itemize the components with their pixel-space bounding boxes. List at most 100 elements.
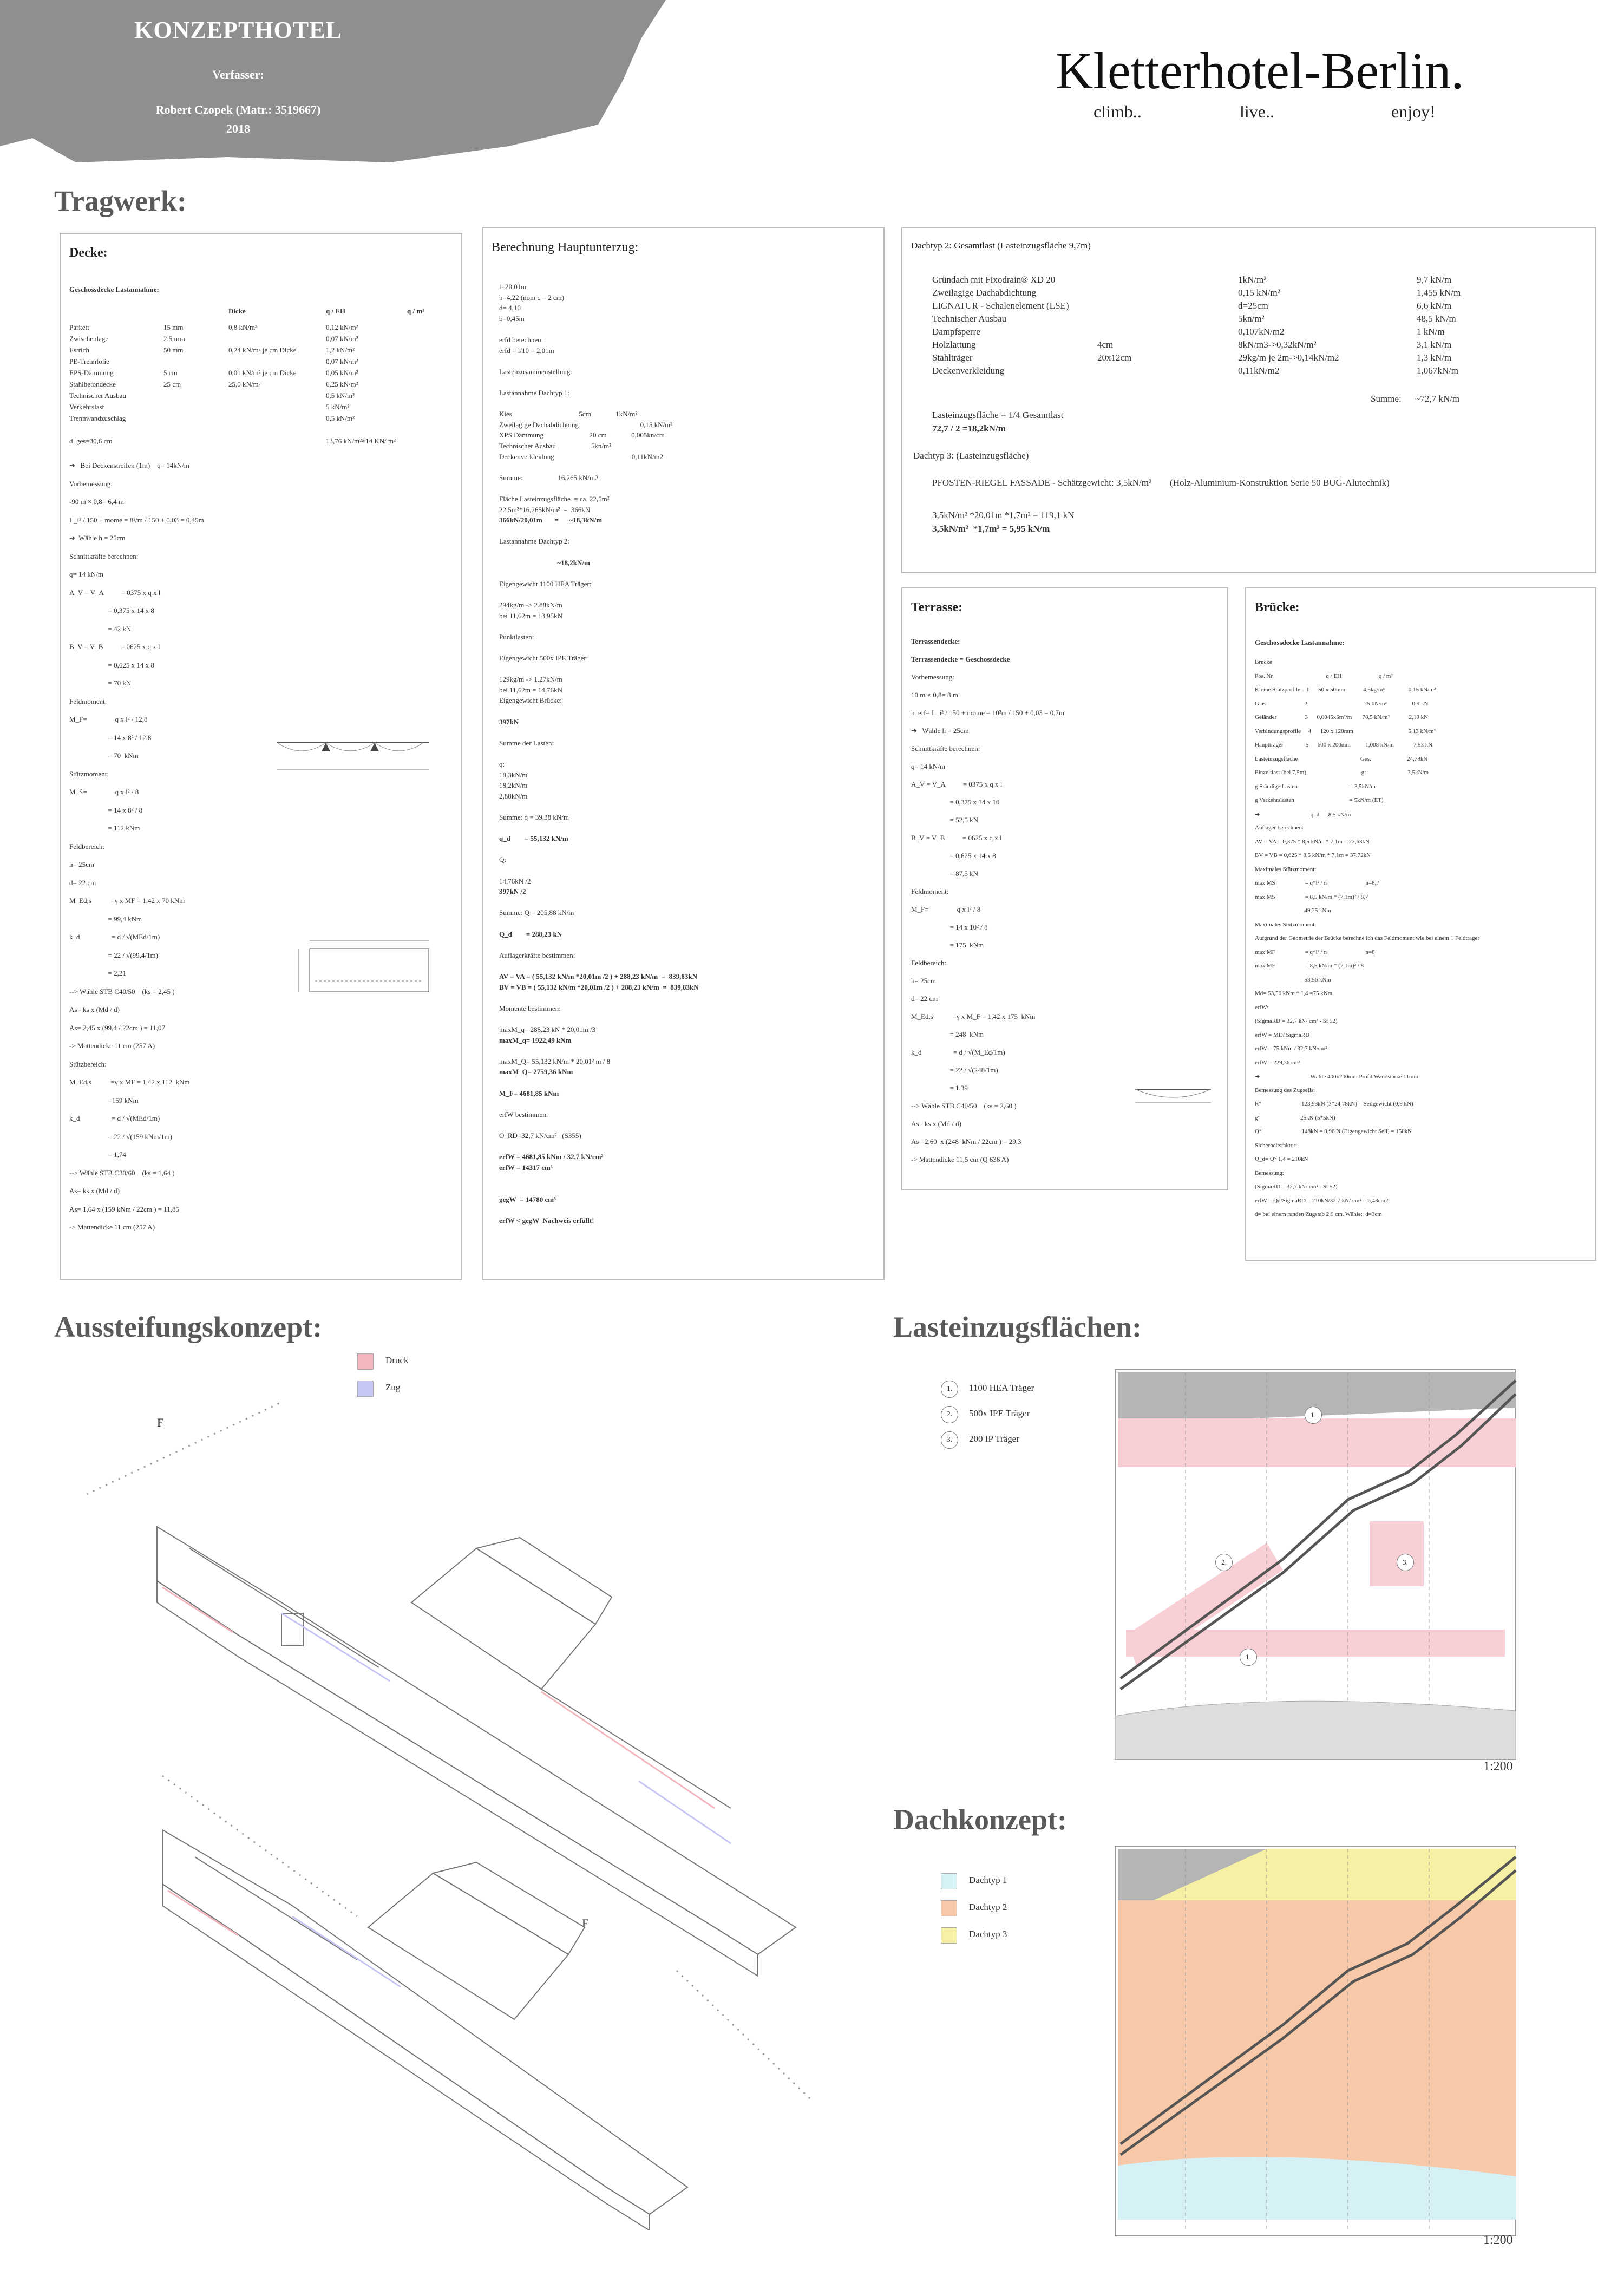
calc-line: AV = VA = 0,375 * 8,5 kN/m * 7,1m = 22,6… <box>1255 838 1370 845</box>
load-cell: 1,2 kN/m² <box>326 346 355 354</box>
calc-line: Schnittkräfte berechnen: <box>69 552 139 560</box>
calc-line: k_d = d / √(MEd/1m) <box>69 933 160 941</box>
calc-line: M_Ed,s =γ x MF = 1,42 x 112 kNm <box>69 1078 190 1086</box>
calc-line: R° 123,93kN (3*24,78kN) = Seilgewicht (0… <box>1255 1101 1413 1107</box>
calc-line: Q° 148kN = 0,96 N (Eigengewicht Seil) = … <box>1255 1128 1412 1135</box>
calc-line: Summe: 16,265 kN/m2 <box>499 473 599 482</box>
calc-line: As= 2,45 x (99,4 / 22cm ) = 11,07 <box>69 1023 166 1032</box>
legend-label: Druck <box>385 1355 409 1365</box>
calc-line: ➔ Wähle h = 25cm <box>911 727 969 735</box>
load-cell: 3,1 kN/m <box>1417 339 1452 350</box>
load-cell: Trennwandzuschlag <box>69 414 126 422</box>
col-header: q / m² <box>407 307 425 315</box>
legend-swatch <box>941 1873 957 1889</box>
panel-bruecke: Brücke: Geschossdecke Lastannahme: Brück… <box>1245 587 1596 1261</box>
calc-line: 397kN /2 <box>499 887 526 896</box>
load-cell: 9,7 kN/m <box>1417 274 1452 285</box>
calc-line: 129kg/m -> 1.27kN/m <box>499 675 562 684</box>
calc-line: = 22 / √(99,4/1m) <box>69 951 158 959</box>
load-cell: 5kn/m² <box>1238 313 1265 324</box>
tagline-enjoy: enjoy! <box>1391 102 1436 121</box>
calc-line: erfd = l/10 = 2,01m <box>499 346 554 355</box>
calc-line: --> Wähle STB C30/60 (ks = 1,64 ) <box>69 1168 175 1177</box>
calc-line: = 0,625 x 14 x 8 <box>69 660 154 669</box>
calc-line: k_d = d / √(M_Ed/1m) <box>911 1048 1005 1056</box>
plan-marker: 3. <box>1397 1554 1414 1571</box>
calc-line: (SigmaRD = 32,7 kN/ cm² - St 52) <box>1255 1018 1338 1024</box>
load-cell: 50 mm <box>163 346 184 354</box>
panel-title: Decke: <box>69 246 108 260</box>
load-cell: LIGNATUR - Schalenelement (LSE) <box>932 300 1069 311</box>
load-cell: 0,8 kN/m³ <box>228 323 258 331</box>
legend-number: 2. <box>941 1406 958 1423</box>
calc-line: d= 22 cm <box>911 995 938 1003</box>
calc-line: Deckenverkleidung 0,11kN/m2 <box>499 452 664 461</box>
calc-line: As= 1,64 x (159 kNm / 22cm ) = 11,85 <box>69 1205 180 1213</box>
calc-line: Feldmoment: <box>911 887 949 895</box>
legend-label: Dachtyp 1 <box>969 1875 1007 1885</box>
calc-line: d= bei einem runden Zugstab 2,9 cm. Wähl… <box>1255 1211 1382 1218</box>
author-year: 2018 <box>226 122 250 135</box>
tagline-live: live.. <box>1240 102 1274 121</box>
calc-line: BV = VB = 0,625 * 8,5 kN/m * 7,1m = 37,7… <box>1255 852 1371 859</box>
load-cell: PE-Trennfolie <box>69 357 109 365</box>
calc-line: = 22 / √(248/1m) <box>911 1066 998 1074</box>
load-cell: 48,5 kN/m <box>1417 313 1456 324</box>
calc-line: As= ks x (Md / d) <box>911 1120 961 1128</box>
calc-line: = 1,74 <box>69 1150 126 1159</box>
calc-line: O_RD=32,7 kN/cm² (S355) <box>499 1131 581 1140</box>
panel-title: Brücke: <box>1255 600 1300 614</box>
panel-terrasse: Terrasse: Terrassendecke:Terrassendecke … <box>901 587 1228 1190</box>
calc-line: q= 14 kN/m <box>69 570 103 578</box>
panel-subtitle: Geschossdecke Lastannahme: <box>69 285 159 293</box>
dachkonzept-plan <box>1115 1846 1517 2236</box>
calc-line: g Verkehrslasten = 5kN/m (ET) <box>1255 797 1384 803</box>
calc-line: h= 25cm <box>911 977 936 985</box>
load-cell: 0,5 kN/m² <box>326 391 355 400</box>
load-cell: Stahlträger <box>932 352 973 363</box>
calc-line: = 248 kNm <box>911 1030 984 1038</box>
calc-line: q: <box>499 760 505 768</box>
calc-line: -> Mattendicke 11 cm (257 A) <box>69 1223 155 1231</box>
beam-diagram <box>277 742 429 770</box>
calc-line: Lastenzusammenstellung: <box>499 367 573 376</box>
calc-line: Zweilagige Dachabdichtung 0,15 kN/m² <box>499 420 673 429</box>
calc-line: Sicherheitsfaktor: <box>1255 1142 1298 1149</box>
load-cell: 1 kN/m <box>1417 326 1445 337</box>
calc-line: Schnittkräfte berechnen: <box>911 744 980 753</box>
calc-line: k_d = d / √(MEd/1m) <box>69 1114 160 1122</box>
calc-line: M_F= q x l² / 8 <box>911 905 981 913</box>
decke-sum-right: 13,76 kN/m²≈14 KN/ m² <box>326 437 396 445</box>
lasteinzug-plan <box>1115 1369 1517 1760</box>
calc-line: = 112 kNm <box>69 824 140 832</box>
load-cell: 0,107kN/m2 <box>1238 326 1285 337</box>
load-cell: 8kN/m3->0,32kN/m² <box>1238 339 1317 350</box>
calc-line: ➔ Wähle 400x200mm Profil Wandstärke 11mm <box>1255 1074 1419 1080</box>
calc-line: ➔ Bei Deckenstreifen (1m) q= 14kN/m <box>69 461 189 469</box>
calc-line: max MS = q*l² / n n=8,7 <box>1255 880 1379 886</box>
calc-line: ➔ q_d 8,5 kN/m <box>1255 811 1351 818</box>
calc-line: As= ks x (Md / d) <box>69 1187 120 1195</box>
calc-line: h=4,22 (nom c = 2 cm) <box>499 293 565 302</box>
calc-line: M_S= q x l² / 8 <box>69 788 139 796</box>
calc-line: Lastannahme Dachtyp 2: <box>499 537 569 546</box>
legend-label: Zug <box>385 1382 401 1392</box>
calc-line: maxM_Q= 55,132 kN/m * 20,01² m / 8 <box>499 1057 611 1065</box>
calc-line: g° 25kN (5*5kN) <box>1255 1114 1335 1121</box>
calc-line: -> Mattendicke 11 cm (257 A) <box>69 1042 155 1050</box>
calc-line: Q_d = 288,23 kN <box>499 930 562 938</box>
scale-label: 1:200 <box>1483 2233 1513 2247</box>
calc-line: Feldbereich: <box>911 959 946 967</box>
calc-line: erfW = MD/ SigmaRD <box>1255 1031 1310 1038</box>
calc-line: Q_d= Q° 1,4 = 210kN <box>1255 1156 1308 1162</box>
calc-line: l=20,01m <box>499 283 527 291</box>
calc-line: = 14 x 8² / 12,8 <box>69 733 152 742</box>
calc-line: BV = VB = ( 55,132 kN/m *20,01m /2 ) + 2… <box>499 983 699 991</box>
panel-dachtyp: Dachtyp 2: Gesamtlast (Lasteinzugsfläche… <box>901 227 1596 573</box>
calc-line: Vorbemessung: <box>911 673 954 681</box>
calc-line: M_Ed,s =γ x M_F = 1,42 x 175 kNm <box>911 1012 1036 1021</box>
calc-line: M_F= 4681,85 kNm <box>499 1089 559 1097</box>
calc-line: = 14 x 10² / 8 <box>911 923 988 931</box>
calc-line: erfW: <box>1255 1004 1269 1011</box>
load-cell: 0,24 kN/m² je cm Dicke <box>228 346 297 354</box>
